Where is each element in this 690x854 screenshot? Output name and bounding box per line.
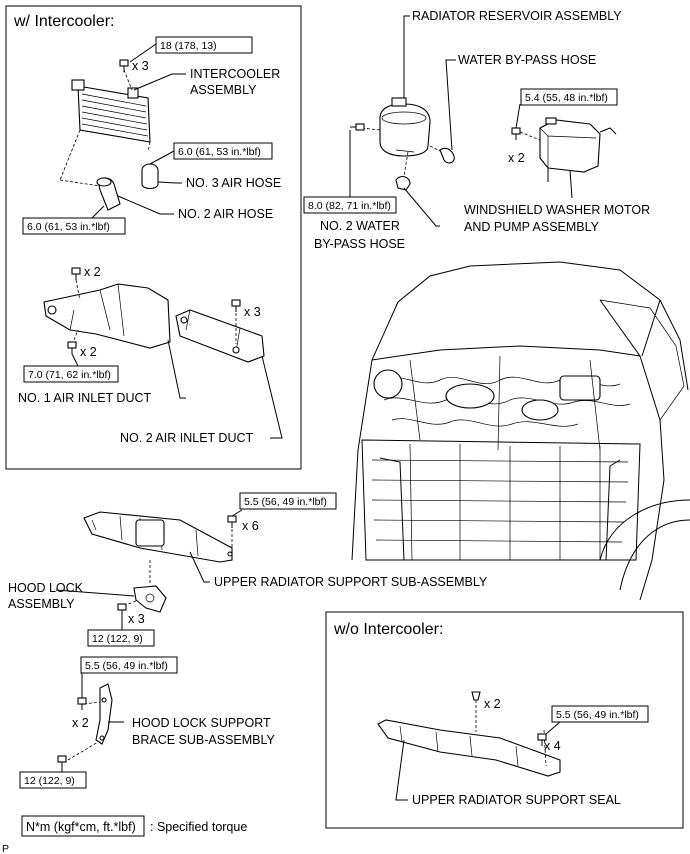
qty-duct1-top: x 2 <box>84 265 101 279</box>
torque-box-reservoir <box>303 196 397 214</box>
vehicle-front-illustration <box>351 261 690 601</box>
seal-clip-icon <box>471 691 481 701</box>
label-radiator-reservoir: RADIATOR RESERVOIR ASSEMBLY <box>412 9 622 23</box>
no3-air-hose-drawing <box>141 163 159 190</box>
legend-description-text: : Specified torque <box>150 820 247 834</box>
label-intercooler-line2: ASSEMBLY <box>190 83 257 97</box>
label-water-bypass-hose: WATER BY-PASS HOSE <box>458 53 596 67</box>
label-hood-lock-line2: ASSEMBLY <box>8 597 75 611</box>
torque-air-inlet-duct-text: 7.0 (71, 62 in.*lbf) <box>28 369 111 381</box>
torque-seal-text: 5.5 (56, 49 in.*lbf) <box>556 709 639 721</box>
label-no2-water-line2: BY-PASS HOSE <box>314 237 405 251</box>
corner-mark: P <box>2 843 9 854</box>
torque-no3-air-hose-text: 6.0 (61, 53 in.*lbf) <box>178 146 261 158</box>
torque-box-intercooler <box>155 36 253 54</box>
label-upper-radiator-seal: UPPER RADIATOR SUPPORT SEAL <box>412 793 621 807</box>
qty-intercooler-bolts: x 3 <box>132 59 149 73</box>
leader-lines <box>55 15 573 801</box>
label-upper-radiator-support: UPPER RADIATOR SUPPORT SUB-ASSEMBLY <box>214 575 488 589</box>
label-no1-air-inlet-duct: NO. 1 AIR INLET DUCT <box>18 391 151 405</box>
upper-radiator-support-drawing <box>83 511 233 584</box>
qty-radiator-support: x 6 <box>242 519 259 533</box>
qty-duct2: x 3 <box>244 305 261 319</box>
intercooler-assembly-drawing <box>59 69 151 187</box>
label-brace-line1: HOOD LOCK SUPPORT <box>132 716 271 730</box>
washer-bolt-icon <box>511 127 521 140</box>
duct2-bolt-icon <box>231 299 241 312</box>
torque-washer-text: 5.4 (55, 48 in.*lbf) <box>525 92 608 104</box>
duct1-top-bolt-icon <box>71 267 81 280</box>
hood-lock-brace-drawing <box>67 683 113 761</box>
torque-box-seal <box>551 705 649 723</box>
intercooler-bolt-icon <box>119 59 129 72</box>
water-bypass-hose-drawing <box>439 147 455 164</box>
torque-box-no2-air-hose <box>22 217 126 235</box>
label-washer-line1: WINDSHIELD WASHER MOTOR <box>464 203 650 217</box>
label-no3-air-hose: NO. 3 AIR HOSE <box>186 176 281 190</box>
no2-air-hose-drawing <box>96 177 121 211</box>
torque-box-brace-lower <box>19 771 87 789</box>
label-no2-water-line1: NO. 2 WATER <box>320 219 400 233</box>
support-bolt-icon <box>227 515 237 528</box>
label-no2-air-inlet-duct: NO. 2 AIR INLET DUCT <box>120 431 253 445</box>
seal-bolt-icon <box>537 733 547 746</box>
torque-radiator-support-text: 5.5 (56, 49 in.*lbf) <box>244 496 327 508</box>
label-washer-line2: AND PUMP ASSEMBLY <box>464 220 600 234</box>
duct1-bottom-bolt-icon <box>67 341 77 354</box>
torque-boxes <box>19 36 649 837</box>
legend-unit-text: N*m (kgf*cm, ft.*lbf) <box>26 820 136 834</box>
brace-lower-bolt-icon <box>57 755 67 768</box>
washer-motor-pump-drawing <box>519 117 617 182</box>
torque-box-air-inlet-duct <box>23 365 119 383</box>
brace-upper-bolt-icon <box>77 697 87 710</box>
qty-seal-bolts: x 4 <box>544 739 561 753</box>
torque-box-hood-lock <box>87 629 155 647</box>
torque-reservoir-text: 8.0 (82, 71 in.*lbf) <box>308 200 391 212</box>
qty-washer: x 2 <box>508 151 525 165</box>
reservoir-bolt-icon <box>350 123 365 131</box>
torque-hood-lock-text: 12 (122, 9) <box>92 633 143 645</box>
label-intercooler-line1: INTERCOOLER <box>190 67 280 81</box>
legend-torque-box <box>21 815 145 837</box>
torque-box-brace-upper <box>80 656 178 674</box>
qty-hood-lock: x 3 <box>128 612 145 626</box>
hood-lock-drawing <box>123 585 167 613</box>
hood-lock-bolt-icon <box>117 603 127 616</box>
label-hood-lock-line1: HOOD LOCK <box>8 581 84 595</box>
torque-brace-lower-text: 12 (122, 9) <box>24 775 75 787</box>
torque-intercooler-text: 18 (178, 13) <box>160 40 217 52</box>
qty-duct1-bottom: x 2 <box>80 345 97 359</box>
torque-box-radiator-support <box>239 492 337 510</box>
no2-water-bypass-hose-drawing <box>395 175 411 191</box>
torque-no2-air-hose-text: 6.0 (61, 53 in.*lbf) <box>27 221 110 233</box>
with-intercooler-frame <box>5 5 302 470</box>
radiator-reservoir-drawing <box>361 97 443 177</box>
qty-seal-clips: x 2 <box>484 697 501 711</box>
no1-air-inlet-duct-drawing <box>43 279 171 349</box>
no2-air-inlet-duct-drawing <box>175 308 265 363</box>
label-no2-air-hose: NO. 2 AIR HOSE <box>178 207 273 221</box>
torque-brace-upper-text: 5.5 (56, 49 in.*lbf) <box>85 660 168 672</box>
torque-box-no3-air-hose <box>173 142 273 160</box>
torque-box-washer <box>520 88 618 106</box>
without-intercooler-heading: w/o Intercooler: <box>333 621 443 638</box>
with-intercooler-heading: w/ Intercooler: <box>13 13 114 30</box>
upper-radiator-seal-drawing <box>377 700 561 777</box>
qty-brace: x 2 <box>72 716 89 730</box>
label-brace-line2: BRACE SUB-ASSEMBLY <box>132 733 276 747</box>
